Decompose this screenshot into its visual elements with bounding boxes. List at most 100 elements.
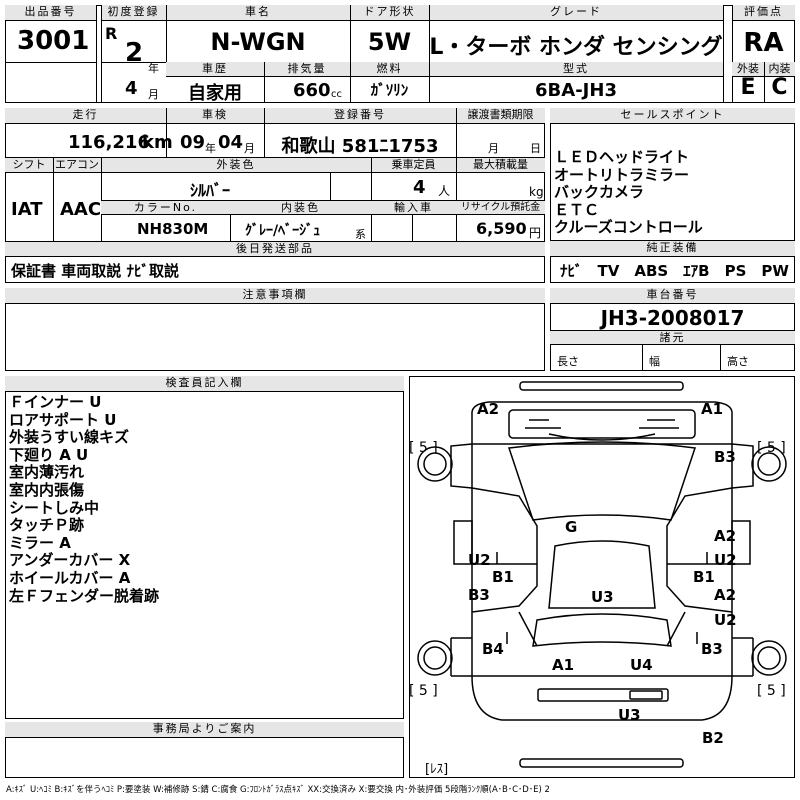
inspector-note: ロアサポート U (9, 410, 117, 429)
model-label: 型式 (429, 62, 723, 77)
sales-point: オートリトラミラー (554, 165, 690, 184)
grade: L・ターボ ホンダ センシング (429, 35, 723, 60)
capacity-unit: 人 (438, 184, 451, 198)
mark-a2-right-2: A2 (714, 586, 737, 604)
height-label: 高さ (727, 355, 749, 368)
import-label: 輸入車 (371, 200, 456, 215)
inspector-note: 左Ｆフェンダー脱着跡 (9, 586, 160, 605)
mark-u4-rear: U4 (630, 656, 653, 674)
interior-color-unit: 系 (355, 228, 366, 241)
interior-color: ｸﾞﾚｰ/ﾍﾞｰｼﾞｭ (245, 223, 321, 239)
inspection-year: 09 (180, 132, 206, 153)
mark-a2-right-1: A2 (714, 527, 737, 545)
plate-number: 和歌山 581ﾆ1753 (281, 136, 439, 157)
reg-year: 2 (125, 38, 144, 68)
length-label: 長さ (557, 355, 579, 368)
displacement-label: 排気量 (264, 62, 350, 77)
inspector-note: Ｆインナー U (9, 393, 102, 411)
fuel: ｶﾞｿﾘﾝ (370, 81, 409, 99)
mark-five-br: [ 5 ] (757, 683, 786, 699)
history: 自家用 (188, 83, 242, 104)
fuel-label: 燃料 (350, 62, 429, 77)
legend: A:ｷｽﾞ U:ﾍｺﾐ B:ｷｽﾞを伴うﾍｺﾐ P:要塗装 W:補修跡 S:錆 … (6, 785, 550, 795)
year-unit: 年 (148, 62, 159, 75)
inspector-note: ミラー A (9, 533, 71, 552)
recycle-unit: 円 (529, 226, 542, 240)
sales-point: クルーズコントロール (554, 218, 703, 237)
exterior-label: 外装 (732, 62, 764, 77)
recycle-fee: 6,590 (476, 219, 527, 238)
mark-five-bl: [ 5 ] (409, 683, 438, 699)
inspector-notes: Ｆインナー U ロアサポート U 外装うすい線キズ 下廻り A U 室内薄汚れ … (9, 393, 160, 605)
mark-five-tr: [ 5 ] (757, 440, 786, 456)
mark-b1-right: B1 (693, 568, 715, 586)
score: RA (743, 28, 784, 58)
mark-a2-front-left: A2 (477, 400, 500, 418)
load-unit: kg (529, 185, 544, 199)
history-label: 車歴 (166, 62, 264, 77)
capacity: 4 (413, 177, 426, 198)
reg-month: 4 (125, 78, 138, 99)
transfer-label: 譲渡書類期限 (456, 108, 545, 124)
shift-label: シフト (5, 158, 53, 173)
inspection-label: 車検 (166, 108, 264, 124)
mark-b3-right-rear: B3 (701, 640, 723, 658)
mileage-unit: km (142, 132, 173, 153)
exterior-grade: E (740, 75, 756, 100)
first-reg-label: 初度登録 (101, 5, 166, 21)
transfer-day: 日 (530, 142, 541, 155)
mark-five-tl: [ 5 ] (409, 440, 438, 456)
mileage: 116,216 (68, 132, 150, 153)
width-label: 幅 (649, 355, 660, 368)
inspector-note: 外装うすい線キズ (9, 428, 130, 447)
sales-point: バックカメラ (554, 183, 645, 202)
inspector-note: 下廻り A U (9, 445, 89, 464)
inspection-year-unit: 年 (205, 142, 216, 155)
chassis-number: JH3-2008017 (600, 306, 745, 330)
load-label: 最大積載量 (456, 158, 545, 173)
exterior-color: ｼﾙﾊﾞｰ (190, 181, 231, 200)
door-label: ドア形状 (350, 5, 429, 21)
mark-b4-left: B4 (482, 640, 504, 658)
notes-label: 注意事項欄 (5, 288, 545, 304)
interior-color-label: 内装色 (230, 200, 371, 215)
color-number: NH830M (137, 220, 209, 238)
inspector-note: 室内内張傷 (9, 480, 85, 499)
mark-u3-rear: U3 (618, 706, 641, 724)
equipment-label: 純正装備 (550, 241, 795, 257)
plate-label: 登録番号 (264, 108, 456, 124)
later-parts: 保証書 車両取説 ﾅﾋﾞ取説 (11, 262, 179, 280)
mark-u2-left: U2 (468, 551, 491, 569)
mark-u2-right-2: U2 (714, 611, 737, 629)
car-name: N-WGN (210, 28, 306, 56)
mark-b2-bumper: B2 (702, 729, 724, 747)
inspection-month-unit: 月 (244, 142, 255, 155)
inspector-note: タッチＰ跡 (9, 516, 85, 535)
later-parts-label: 後日発送部品 (5, 241, 545, 257)
mark-b1-left: B1 (492, 568, 514, 586)
mark-b3-left: B3 (468, 586, 490, 604)
sales-point: ＥＴＣ (554, 200, 600, 219)
recycle-label: リサイクル預託金 (456, 200, 545, 215)
car-diagram-svg (417, 381, 787, 768)
score-label: 評価点 (732, 5, 795, 21)
transfer-month: 月 (488, 142, 499, 155)
displacement-unit: cc (331, 89, 342, 100)
mark-b3-right-front: B3 (714, 448, 736, 466)
inspector-note: ホイールカバー A (9, 568, 131, 587)
dims-label: 諸元 (550, 330, 795, 345)
mark-a1-rear: A1 (552, 656, 575, 674)
mark-g-windshield: G (565, 518, 578, 536)
inspection-month: 04 (218, 132, 244, 153)
capacity-label: 乗車定員 (371, 158, 456, 173)
mileage-label: 走行 (5, 108, 166, 124)
damage-diagram (409, 376, 795, 778)
mark-u3-roof: U3 (591, 588, 614, 606)
sales-points: ＬＥＤヘッドライト オートリトラミラー バックカメラ ＥＴＣ クルーズコントロー… (554, 148, 703, 237)
sales-label: セールスポイント (550, 108, 795, 124)
interior-grade: C (771, 75, 788, 100)
grade-label: グレード (429, 5, 723, 21)
mark-a1-front-right: A1 (701, 400, 724, 418)
office-label: 事務局よりご案内 (5, 722, 404, 738)
lot-label: 出品番号 (5, 5, 96, 21)
